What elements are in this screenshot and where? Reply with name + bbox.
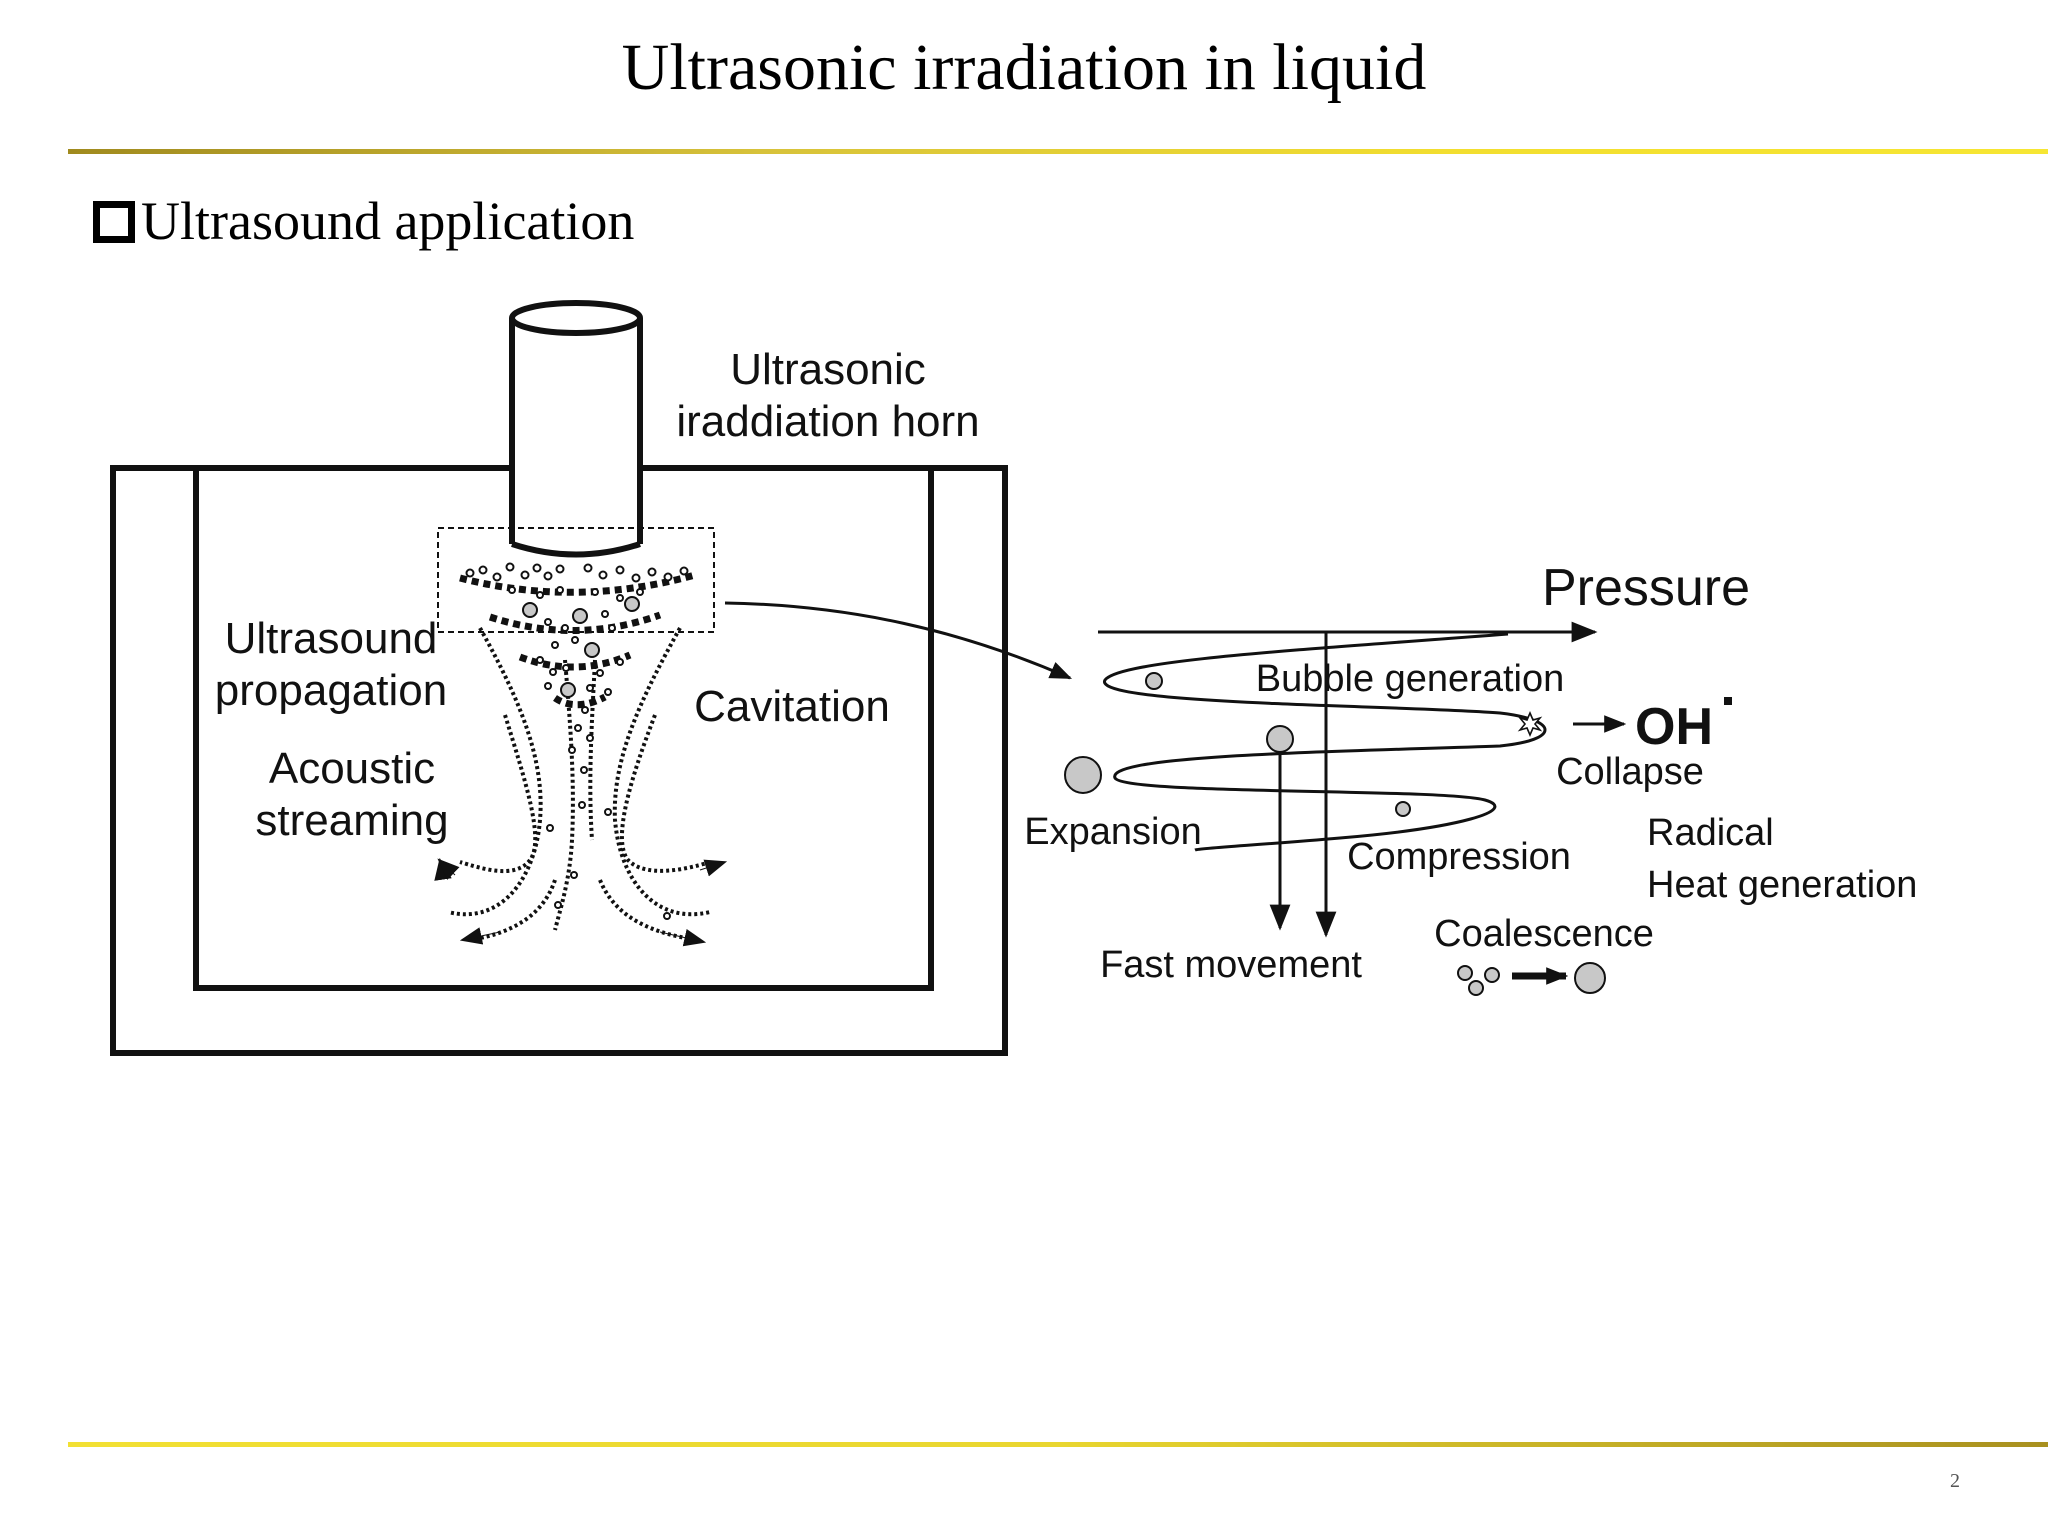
radical-dot-icon xyxy=(1724,697,1732,705)
collapse-star-icon xyxy=(1517,710,1543,738)
streaming-label-line2: streaming xyxy=(255,796,448,845)
acoustic-streaming-lines xyxy=(447,627,711,931)
streaming-arrow-left xyxy=(437,858,460,880)
expansion-label: Expansion xyxy=(1024,811,1201,853)
propagation-label-line1: Ultrasound xyxy=(225,614,438,663)
bubble-small xyxy=(1145,672,1163,690)
square-bullet-icon xyxy=(93,201,135,243)
radical-label: Radical xyxy=(1647,812,1774,854)
streaming-arrow-right xyxy=(699,859,728,877)
title-divider xyxy=(68,149,2048,154)
bubble-medium xyxy=(1266,725,1294,753)
coalescence-bubbles xyxy=(1457,962,1606,996)
bubble-generation-label: Bubble generation xyxy=(1256,658,1564,700)
streaming-label-line1: Acoustic xyxy=(269,744,435,793)
streaming-bottom-curves xyxy=(469,879,699,942)
footer-divider xyxy=(68,1442,2048,1447)
pressure-label: Pressure xyxy=(1542,559,1750,617)
horn-label-line2: iraddiation horn xyxy=(676,397,979,446)
fast-movement-label: Fast movement xyxy=(1100,944,1362,986)
slide-title: Ultrasonic irradiation in liquid xyxy=(621,31,1427,104)
zoom-arrow xyxy=(724,601,1073,680)
bullet-text: Ultrasound application xyxy=(141,191,635,251)
coalescence-label: Coalescence xyxy=(1434,913,1654,955)
collapse-label: Collapse xyxy=(1556,751,1704,793)
ultrasonic-horn xyxy=(509,300,643,558)
bullet-item: Ultrasound application xyxy=(93,190,634,252)
bubble-compressed xyxy=(1395,801,1411,817)
horn-label-line1: Ultrasonic xyxy=(730,345,926,394)
cavitation-label: Cavitation xyxy=(694,682,890,731)
propagation-label-line2: propagation xyxy=(215,666,447,715)
page-number: 2 xyxy=(1950,1470,1960,1492)
oh-radical-label: OH xyxy=(1635,698,1713,756)
heat-generation-label: Heat generation xyxy=(1647,864,1917,906)
bubble-expanded xyxy=(1064,756,1102,794)
compression-label: Compression xyxy=(1347,836,1571,878)
cavitation-bubbles xyxy=(465,562,689,920)
bubble-lifecycle-spiral xyxy=(1103,632,1547,852)
